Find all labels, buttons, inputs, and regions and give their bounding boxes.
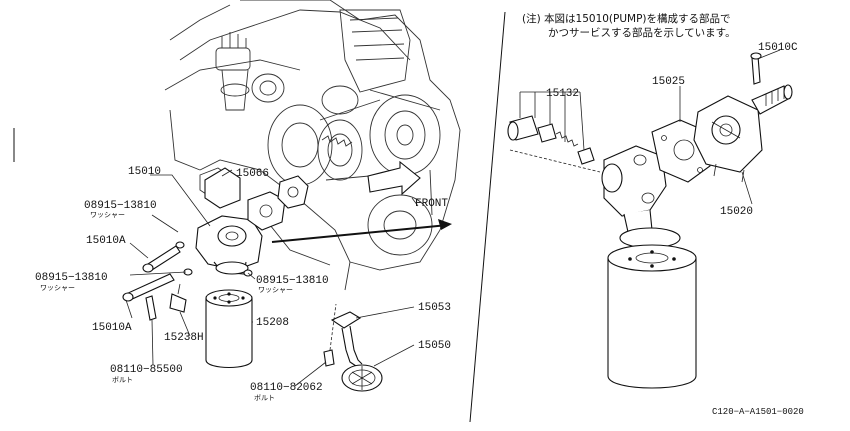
- labels-exploded: 15132 15025 15010C 15020: [546, 42, 798, 218]
- oil-filter-exploded: [607, 227, 697, 389]
- label-08110-82062: 08110−82062: [250, 382, 323, 394]
- label-15050: 15050: [418, 340, 451, 352]
- labels-main: 15010 15066 08915−13810 ワッシャー 15010A 089…: [35, 166, 451, 402]
- leader-lines-main: [125, 169, 415, 387]
- label-bolt-b: ボルト: [254, 394, 275, 402]
- oil-strainer: [323, 303, 383, 392]
- label-08915-13810-c: 08915−13810: [256, 275, 329, 287]
- label-15208: 15208: [256, 317, 289, 329]
- label-15010: 15010: [128, 166, 161, 178]
- label-15132: 15132: [546, 88, 579, 100]
- label-washer-b: ワッシャー: [40, 284, 75, 292]
- label-15066: 15066: [236, 168, 269, 180]
- label-08110-85500: 08110−85500: [110, 364, 183, 376]
- label-15238H: 15238H: [164, 332, 204, 344]
- oil-filter: [205, 289, 253, 368]
- label-washer-c: ワッシャー: [258, 286, 293, 294]
- relief-valve-parts: [507, 91, 601, 173]
- label-15010C: 15010C: [758, 42, 798, 54]
- distributor: [215, 32, 251, 111]
- service-note: (注) 本図は15010(PUMP)を構成する部品で かつサービスする部品を示し…: [522, 12, 736, 39]
- engine-block: [164, 0, 461, 291]
- label-08915-13810-a: 08915−13810: [84, 200, 157, 212]
- label-washer-a: ワッシャー: [90, 211, 125, 219]
- label-15025: 15025: [652, 76, 685, 88]
- front-arrow: FRONT: [367, 160, 448, 210]
- label-15010A-bottom: 15010A: [92, 322, 132, 334]
- leader-lines-exploded: [679, 49, 781, 205]
- oil-pressure-sensor: [145, 283, 187, 321]
- front-label: FRONT: [415, 198, 448, 210]
- note-line-1: (注) 本図は15010(PUMP)を構成する部品で: [522, 12, 731, 25]
- label-bolt-a: ボルト: [112, 376, 133, 384]
- pump-body: [601, 145, 667, 233]
- bolts-15010A: [122, 241, 253, 302]
- label-15020: 15020: [720, 206, 753, 218]
- note-line-2: かつサービスする部品を示しています。: [548, 26, 736, 39]
- section-divider: [469, 11, 506, 423]
- pulleys: [267, 85, 441, 256]
- drawing-code: C120−A−A1501−0020: [712, 407, 804, 417]
- pump-cover-15020: [693, 52, 793, 183]
- label-08915-13810-b: 08915−13810: [35, 272, 108, 284]
- exploded-view-arrow: [271, 219, 452, 243]
- oil-pump-assembly: [195, 167, 309, 275]
- label-15053: 15053: [418, 302, 451, 314]
- label-15010A-top: 15010A: [86, 235, 126, 247]
- alternator: [251, 73, 285, 103]
